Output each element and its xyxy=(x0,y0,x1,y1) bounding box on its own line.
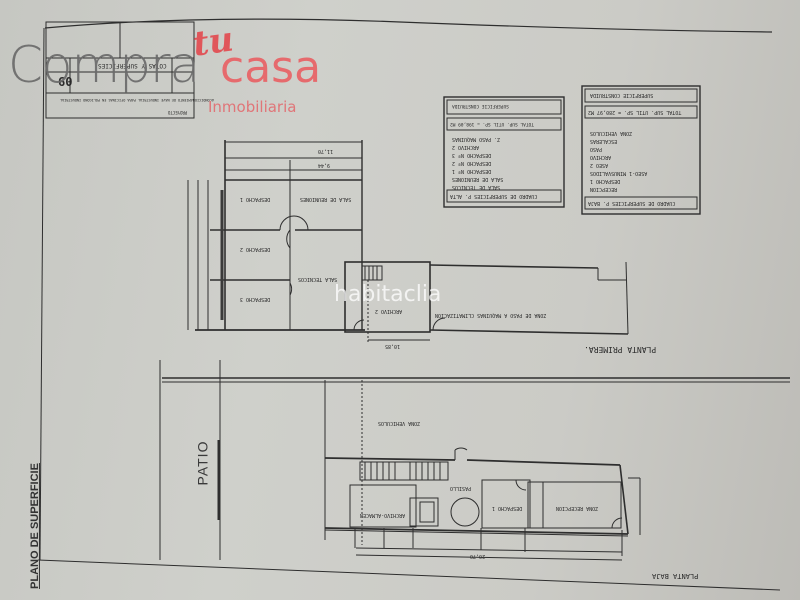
room-label: DESPACHO 3 xyxy=(240,296,271,302)
table-row: ZONA VEHICULOS xyxy=(590,130,633,136)
table-total: TOTAL SUP. UTIL SP. = 198,09 M2 xyxy=(450,121,534,126)
patio-label: PATIO xyxy=(194,440,211,486)
dimension-label: 11,70 xyxy=(318,148,334,154)
table-header: CUADRO DE SUPERFICIES P. ALTA xyxy=(450,193,538,199)
room-label: SALA DE REUNIONES xyxy=(300,196,352,202)
table-built-area: SUPERFICIE CONSTRUIDA xyxy=(590,92,654,98)
room-label: ZONA VEHICULOS xyxy=(378,420,421,426)
table-row: ARCHIVO 2 xyxy=(452,144,480,150)
room-label: ARCHIVO-ALMACEN xyxy=(360,512,406,518)
room-label: DESPACHO 1 xyxy=(492,505,523,511)
table-row: SALA DE REUNIONES xyxy=(452,176,504,182)
dimension-label: 10,85 xyxy=(385,343,401,349)
dimension-label: 20,70 xyxy=(470,553,486,559)
room-label: ZONA RECEPCION xyxy=(556,505,599,511)
table-row: ESCALERAS xyxy=(590,138,618,144)
first-floor-label: PLANTA PRIMERA. xyxy=(584,345,657,354)
table-row: RECEPCION xyxy=(590,186,618,192)
room-label: DESPACHO 1 xyxy=(240,196,271,202)
ground-floor-label: PLANTA BAJA xyxy=(652,572,699,580)
logo-subtitle: Inmobiliaria xyxy=(208,98,297,116)
table-row: DESPACHO 1 xyxy=(590,178,621,184)
table-row: ARCHIVO xyxy=(590,154,612,160)
room-label: PASILLO xyxy=(450,485,472,491)
room-label: SALA TECNICOS xyxy=(298,276,338,282)
table-total: TOTAL SUP. UTIL SP. = 280,97 M2 xyxy=(588,109,682,115)
table-row: DESPACHO Nº 1 xyxy=(452,168,492,174)
table-row: DESPACHO Nº 2 xyxy=(452,160,492,166)
dimension-label: 9,44 xyxy=(318,162,331,168)
table-row: DESPACHO Nº 3 xyxy=(452,152,492,158)
logo-casa: casa xyxy=(220,42,322,93)
project-description: ACONDICIONAMIENTO DE NAVE INDUSTRIAL PAR… xyxy=(60,98,214,102)
side-title: PLANO DE SUPERFICIE xyxy=(28,463,41,589)
habitaclia-watermark: habitaclia xyxy=(334,282,442,307)
table-row: ASEO-1 MINUSVALIDOS xyxy=(590,170,648,176)
table-row: SALA DE TECNICOS xyxy=(452,184,501,190)
room-label: ARCHIVO 2 xyxy=(375,308,403,314)
room-label: ZONA DE PASO A MAQUINAS CLIMATIZACION xyxy=(435,312,547,318)
table-header: CUADRO DE SUPERFICIES P. BAJA xyxy=(588,200,676,206)
table-built-area: SUPERFICIE CONSTRUIDA xyxy=(452,103,509,108)
logo-compra: Compra xyxy=(8,36,200,94)
table-row: ASEO 2 xyxy=(590,162,609,168)
table-row: PASO xyxy=(590,146,603,152)
project-label: PROYECTO xyxy=(168,110,188,115)
room-label: DESPACHO 2 xyxy=(240,246,271,252)
table-row: Z. PASO MAQUINAS xyxy=(452,136,501,142)
